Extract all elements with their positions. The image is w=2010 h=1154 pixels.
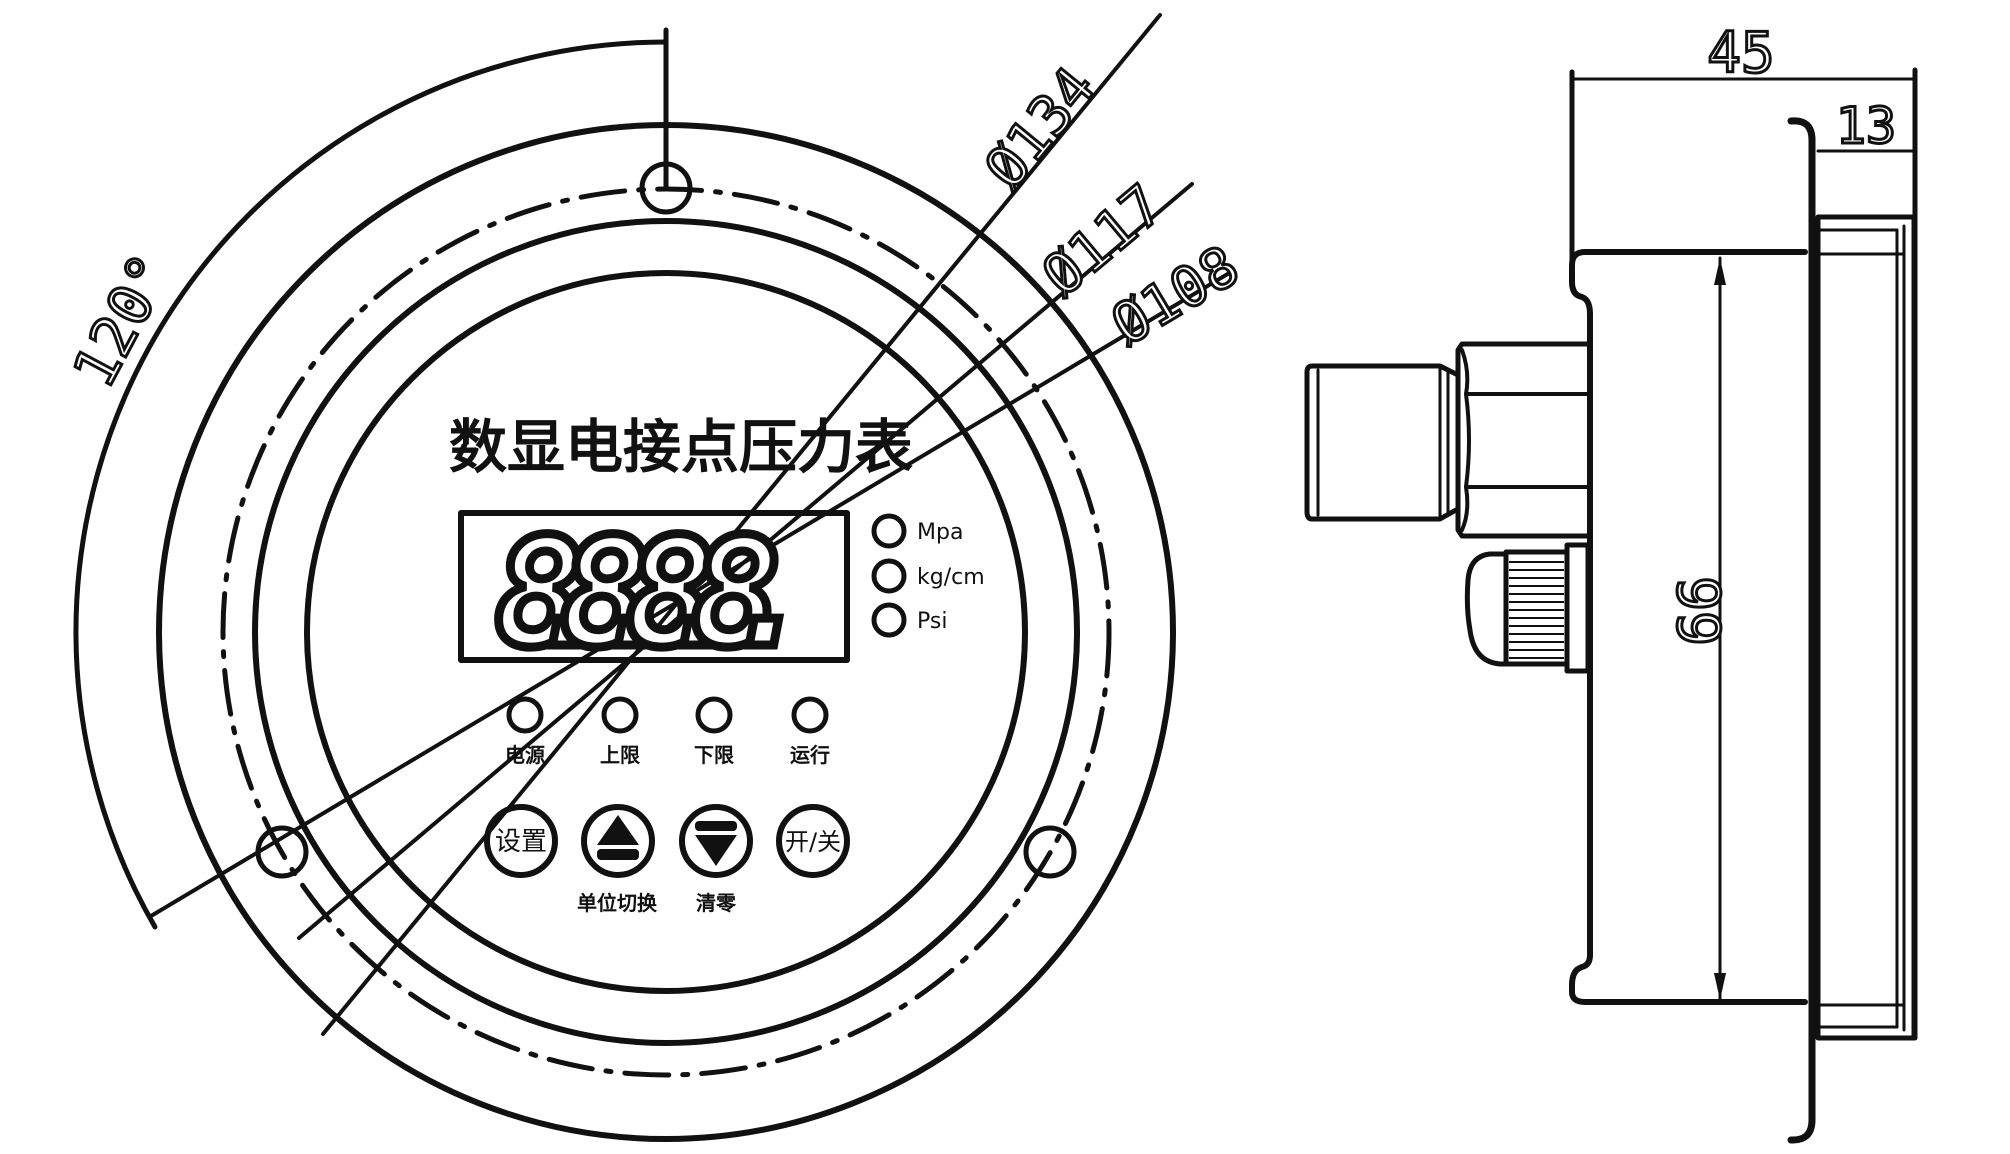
leader-line-134	[321, 13, 1162, 1036]
unit-indicator-psi: Psi	[871, 602, 947, 638]
svg-text:电源: 电源	[505, 743, 545, 767]
thread-connector	[1304, 363, 1459, 522]
mounting-hole-right	[1023, 825, 1077, 879]
height-label: 99	[1664, 576, 1732, 646]
light-lower-limit: 下限	[694, 696, 734, 767]
light-upper-limit: 上限	[600, 696, 640, 767]
front-view: 120° Ø134 Ø117 Ø108 数显电接点压力表 8.8.8.8.	[58, 13, 1252, 1142]
front-ring	[1815, 214, 1917, 1041]
digital-display	[458, 510, 850, 663]
svg-text:上限: 上限	[600, 743, 640, 767]
bezel-label: 13	[1836, 97, 1896, 155]
unit-switch-caption: 单位切换	[577, 891, 658, 915]
mounting-hole-top	[639, 161, 693, 215]
zero-caption: 清零	[696, 891, 737, 915]
mounting-flange	[1787, 117, 1816, 1144]
set-button[interactable]: 设置	[484, 804, 558, 878]
triangle-down-icon	[695, 821, 737, 866]
svg-text:开/关: 开/关	[785, 828, 841, 856]
diameter-label-134: Ø134	[973, 56, 1109, 201]
power-button[interactable]: 开/关	[776, 804, 850, 878]
unit-indicator-kgcm: kg/cm	[871, 558, 985, 594]
angle-dimension-arc	[73, 39, 669, 930]
svg-text:下限: 下限	[694, 743, 734, 767]
light-running: 运行	[790, 696, 830, 767]
triangle-up-icon	[597, 815, 639, 860]
unit-indicator-mpa: Mpa	[871, 513, 963, 549]
svg-text:设置: 设置	[495, 827, 547, 857]
outer-circle	[156, 122, 1176, 1142]
down-button[interactable]	[679, 804, 753, 878]
svg-text:kg/cm: kg/cm	[917, 565, 985, 590]
cable-gland	[1464, 542, 1591, 674]
depth-label: 45	[1707, 21, 1774, 86]
bolt-circle	[220, 186, 1112, 1078]
display-digits: 8.8.8.8.	[494, 507, 814, 681]
leader-line-108	[149, 270, 1233, 918]
hex-chamfer	[1460, 348, 1471, 532]
svg-text:运行: 运行	[790, 743, 830, 767]
gauge-title: 数显电接点压力表	[449, 413, 913, 481]
dial-circle	[304, 270, 1028, 994]
side-view: 45 13 99	[1304, 20, 1918, 1144]
bezel-circle	[252, 218, 1080, 1046]
light-power: 电源	[505, 696, 545, 767]
hex-nut	[1455, 341, 1593, 539]
arrow-icon	[1714, 973, 1726, 1000]
up-button[interactable]	[581, 804, 655, 878]
svg-text:Psi: Psi	[917, 609, 947, 634]
arrow-icon	[1714, 258, 1726, 285]
svg-text:Mpa: Mpa	[917, 520, 963, 545]
